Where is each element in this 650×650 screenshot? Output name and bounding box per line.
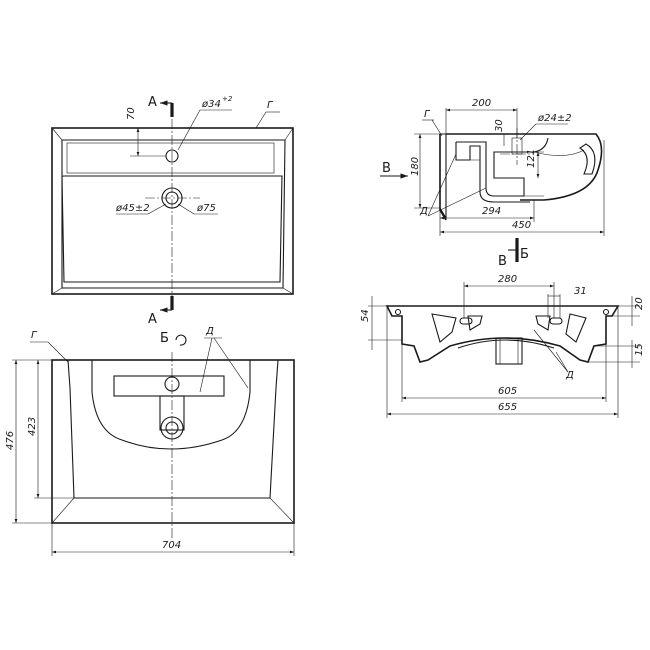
arrow-b-label: Б xyxy=(520,247,529,262)
side-outer-profile xyxy=(446,133,603,201)
top-view: A A 70 ø34 +2 Г ø45±2 ø75 xyxy=(51,95,294,327)
top-label-g: Г xyxy=(267,100,274,111)
back-label-d: Д xyxy=(565,370,574,381)
dim-d45: ø45±2 xyxy=(115,203,150,214)
dim-30: 30 xyxy=(494,119,505,132)
dim-d24: ø24±2 xyxy=(537,113,572,124)
back-drain xyxy=(495,337,523,365)
front-deck-slot xyxy=(113,375,225,397)
dim-476: 476 xyxy=(5,431,16,450)
back-slot-right xyxy=(549,317,563,325)
front-view: Б Г Д 476 423 704 xyxy=(5,326,295,556)
front-inner-bowl xyxy=(91,360,251,450)
front-label-g: Г xyxy=(31,330,38,341)
bowl-outline xyxy=(61,175,283,283)
dim-20: 20 xyxy=(634,297,645,310)
drain-inner xyxy=(165,191,179,205)
section-a-top-label: A xyxy=(148,95,157,110)
arrow-v-label: В xyxy=(382,161,391,176)
view-b-label: Б xyxy=(160,331,169,346)
dim-70: 70 xyxy=(126,107,137,120)
view-v-label: В xyxy=(498,254,507,269)
dim-294: 294 xyxy=(482,206,501,217)
dim-121: 121 xyxy=(526,149,537,168)
tap-deck xyxy=(66,142,275,174)
dim-15: 15 xyxy=(634,343,645,356)
side-label-g: Г xyxy=(424,109,431,120)
side-drain-profile xyxy=(456,137,549,197)
dim-180: 180 xyxy=(410,157,421,176)
back-slot-left xyxy=(459,317,473,325)
side-rim-section xyxy=(579,143,596,175)
dim-704: 704 xyxy=(162,540,181,551)
back-outline xyxy=(385,305,620,363)
dim-450: 450 xyxy=(512,220,531,231)
front-bowl xyxy=(67,359,279,499)
dim-423: 423 xyxy=(27,417,38,436)
dim-d75: ø75 xyxy=(196,203,216,214)
dim-54: 54 xyxy=(360,309,371,322)
dim-31: 31 xyxy=(574,286,587,297)
dim-655: 655 xyxy=(498,402,517,413)
dim-d34-tolerance: +2 xyxy=(222,95,233,103)
back-view: 280 31 54 20 15 Д 605 655 xyxy=(360,274,645,418)
side-label-d: Д xyxy=(419,206,428,217)
section-a-bottom-label: A xyxy=(148,312,157,327)
front-outline xyxy=(51,359,295,524)
basin-outline xyxy=(51,127,294,295)
front-label-d: Д xyxy=(205,326,214,337)
dim-280: 280 xyxy=(498,274,517,285)
dim-200: 200 xyxy=(472,98,491,109)
dim-605: 605 xyxy=(498,386,517,397)
dim-d34: ø34 xyxy=(201,99,221,110)
drain-outer xyxy=(161,187,183,209)
side-section: 200 30 ø24±2 121 180 294 450 Г xyxy=(380,98,605,269)
